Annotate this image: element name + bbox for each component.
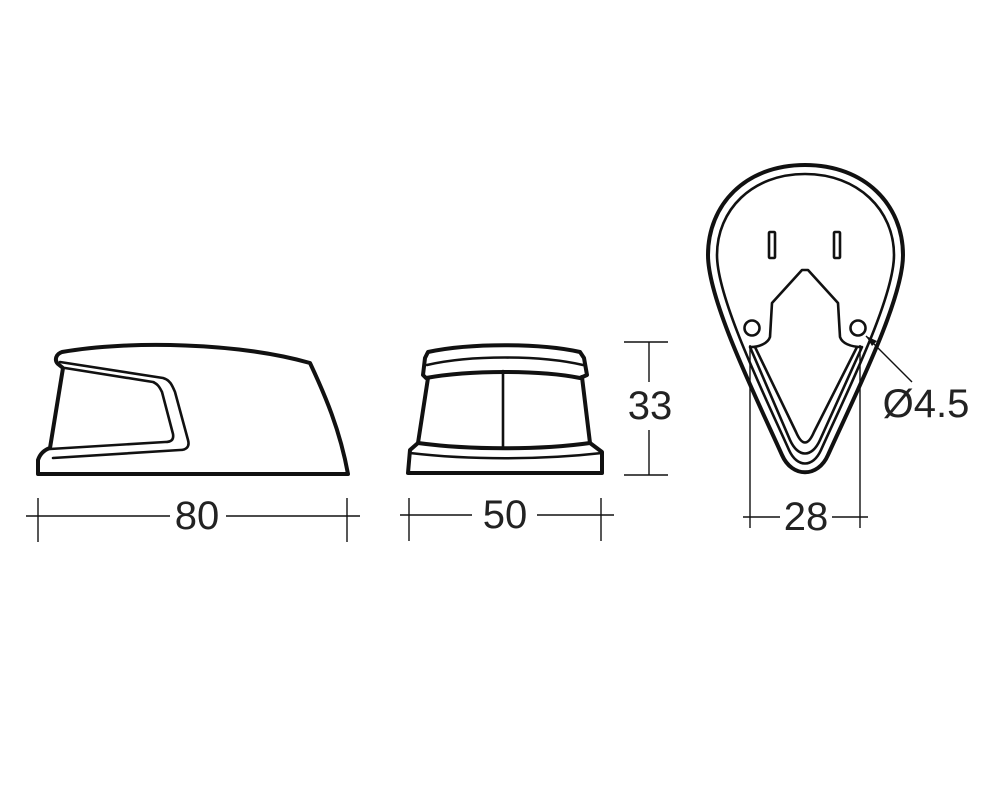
dimension-height: 33 <box>624 341 673 476</box>
front-view <box>406 343 604 475</box>
side-view-lens <box>48 366 175 451</box>
rear-view-outer-outline <box>706 163 905 475</box>
rear-view-slot-right <box>832 230 842 260</box>
dimension-hole-spacing-label: 28 <box>784 495 829 539</box>
dimension-length-label: 80 <box>175 494 220 538</box>
dimension-width-label: 50 <box>483 493 528 537</box>
rear-view-inner-outline <box>715 172 896 465</box>
front-view-base-edge <box>408 451 604 460</box>
rear-view-mount-plate <box>748 268 864 455</box>
dimension-hole-diameter-label: Ø4.5 <box>883 382 970 426</box>
side-view-lens-frame <box>51 360 190 460</box>
mounting-hole-left <box>743 319 761 337</box>
front-view-cap <box>421 343 589 380</box>
front-view-body <box>416 375 592 445</box>
dimension-width: 50 <box>400 493 614 541</box>
front-view-cap-edge <box>425 356 585 367</box>
dimension-height-label: 33 <box>628 384 673 428</box>
leader-arrow-icon <box>866 336 877 346</box>
dimension-hole-diameter: Ø4.5 <box>865 335 970 426</box>
front-view-base <box>406 441 604 475</box>
side-view <box>36 342 350 476</box>
dimension-length: 80 <box>26 494 360 542</box>
side-view-outline <box>36 342 350 476</box>
mounting-hole-right <box>849 319 867 337</box>
rear-view <box>706 163 905 475</box>
rear-view-slot-left <box>767 230 777 260</box>
dimension-hole-spacing: 28 <box>743 345 868 539</box>
rear-view-recess <box>753 345 859 444</box>
